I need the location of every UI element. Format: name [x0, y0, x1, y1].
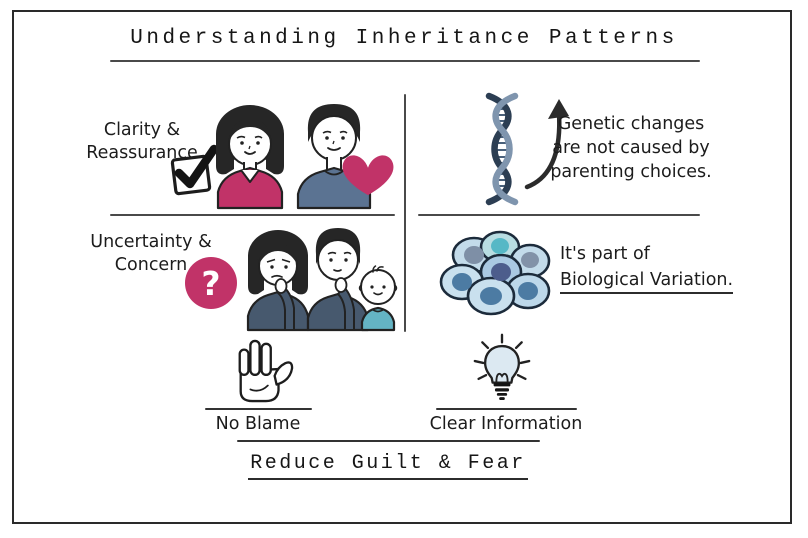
dna-icon — [485, 92, 519, 206]
variation-text-line1: It's part of — [560, 244, 650, 264]
checkbox-check-icon — [170, 144, 229, 196]
uncertainty-label: Uncertainty & Concern — [81, 231, 221, 277]
conclusion-overline — [237, 440, 540, 442]
border-frame — [12, 10, 792, 524]
clarity-label-line1: Clarity & — [103, 120, 181, 140]
variation-text-line2: Biological Variation. — [560, 270, 734, 294]
question-mark-icon: ? — [185, 257, 237, 309]
genetic-text: Genetic changes are not caused by parent… — [540, 112, 722, 184]
clarity-label-line2: Reassurance — [86, 143, 198, 163]
left-divider — [110, 214, 395, 216]
uncertainty-label-line2: Concern — [114, 255, 188, 275]
page-title: Understanding Inheritance Patterns — [130, 27, 678, 50]
right-divider — [418, 214, 700, 216]
clear-info-overline — [436, 408, 577, 410]
conclusion-text: Reduce Guilt & Fear — [248, 452, 528, 480]
question-mark-glyph: ? — [201, 263, 221, 303]
genetic-text-line1: Genetic changes — [557, 114, 705, 134]
cells-icon — [439, 230, 551, 316]
genetic-text-line3: parenting choices. — [550, 162, 712, 182]
baby-figure — [358, 265, 398, 332]
woman-figure — [216, 105, 284, 210]
variation-text: It's part of Biological Variation. — [560, 241, 734, 294]
worried-woman-figure — [246, 230, 310, 332]
lightbulb-icon — [473, 333, 531, 400]
title-underline — [110, 60, 700, 62]
arrow-up-icon — [524, 99, 569, 190]
clear-info-label: Clear Information — [429, 414, 583, 434]
heart-icon — [342, 155, 394, 196]
no-blame-label: No Blame — [215, 414, 301, 434]
genetic-text-line2: are not caused by — [552, 138, 710, 158]
vertical-divider — [404, 94, 406, 332]
clarity-label: Clarity & Reassurance — [72, 119, 212, 165]
thinking-man-figure — [306, 228, 370, 332]
man-figure — [296, 104, 372, 210]
hand-stop-icon — [238, 339, 294, 403]
conclusion-label: Reduce Guilt & Fear — [238, 452, 538, 480]
worried-family-illustration — [246, 228, 398, 332]
uncertainty-label-line1: Uncertainty & — [90, 232, 212, 252]
no-blame-overline — [205, 408, 312, 410]
couple-illustration — [216, 104, 394, 210]
